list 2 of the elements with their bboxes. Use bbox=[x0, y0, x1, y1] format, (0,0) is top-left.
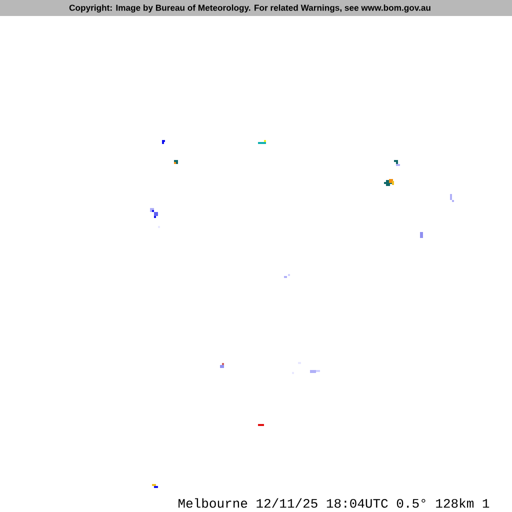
copyright-banner: Copyright: Image by Bureau of Meteorology. For related Warnings, see www.bom.gov.au bbox=[0, 0, 512, 16]
radar-info-text: Melbourne 12/11/25 18:04UTC 0.5° 128km 1 bbox=[178, 498, 490, 508]
